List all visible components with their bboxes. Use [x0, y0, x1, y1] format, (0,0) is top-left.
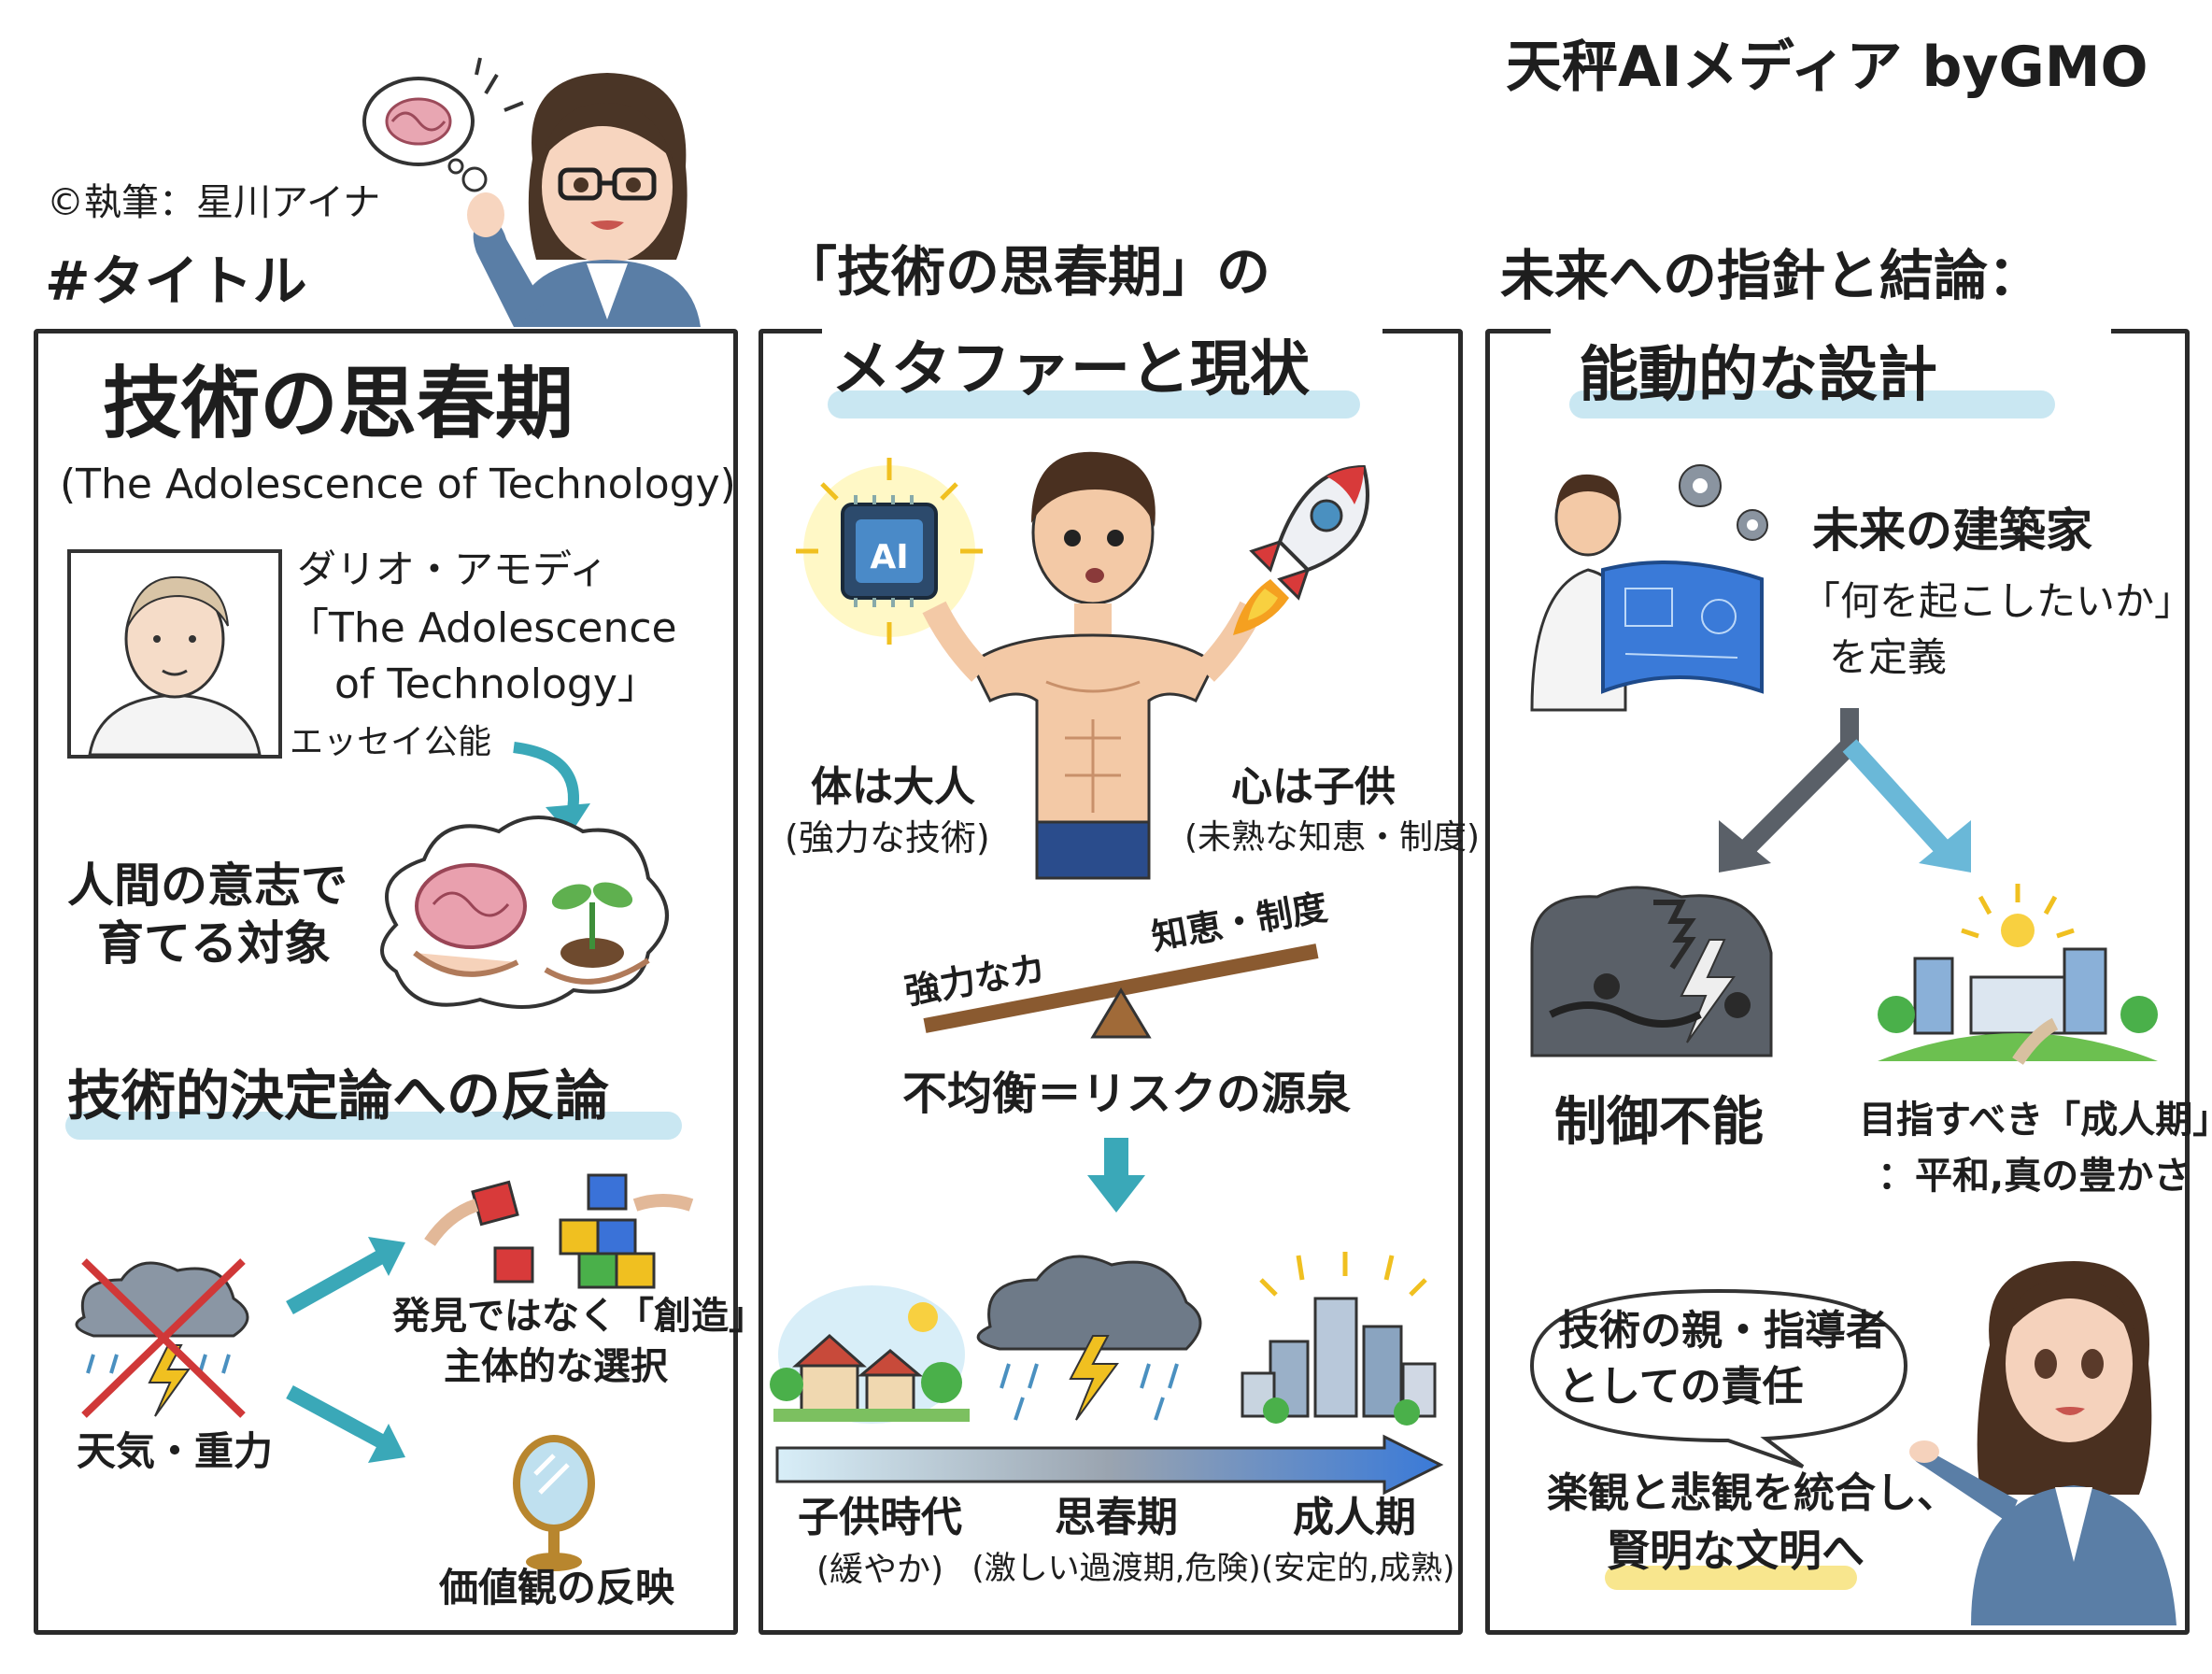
author-avatar: [362, 57, 701, 327]
ai-chip-label: AI: [870, 538, 909, 576]
curved-arrow-down-icon: [513, 742, 590, 835]
mind-sublabel: (未熟な知恵・制度): [1184, 818, 1481, 857]
architect-line1: 「何を起こしたいか」: [1801, 578, 2194, 624]
rocket-icon: [1233, 464, 1369, 635]
metaphor-heading-line1: 「技術の思春期」の: [783, 240, 1271, 304]
house-village-icon: [770, 1285, 970, 1424]
peaceful-city-icon: [1878, 884, 2158, 1065]
speech-bubble: [1529, 1288, 1908, 1468]
panel1-subtitle: (The Adolescence of Technology): [60, 461, 736, 508]
author-name: ダリオ・アモディ: [297, 546, 609, 592]
brand-title: 天秤AIメディア byGMO: [1506, 35, 2148, 100]
stage-childhood-desc: (緩やか): [815, 1551, 944, 1589]
body-label: 体は大人: [811, 763, 975, 811]
crossed-weather-icon: [75, 1258, 249, 1418]
title-tag: #タイトル: [45, 249, 307, 313]
architect-title: 未来の建築家: [1812, 504, 2092, 558]
ai-chip-icon: [796, 458, 983, 645]
city-skyline-icon: [1241, 1252, 1437, 1426]
guide-girl-icon: [1909, 1261, 2177, 1625]
speech-line1: 技術の親・指導者: [1558, 1307, 1887, 1355]
chaos-storm-icon: [1530, 886, 1773, 1057]
heading-highlight: [1569, 390, 2055, 418]
determinism-heading: 技術的決定論への反論: [67, 1064, 610, 1128]
imbalance-label: 不均衡＝リスクの源泉: [902, 1068, 1352, 1120]
stage-adulthood-name: 成人期: [1293, 1494, 1416, 1541]
body-sublabel: (強力な技術): [785, 817, 990, 858]
essay-published: エッセイ公能: [290, 723, 492, 761]
weather-gravity-label: 天気・重力: [77, 1428, 274, 1474]
essay-title-line1: 「The Adolescence: [288, 604, 677, 652]
stage-childhood-name: 子供時代: [798, 1494, 962, 1541]
conclusion-line2: 賢明な文明へ: [1607, 1525, 1865, 1576]
section-highlight: [65, 1112, 682, 1140]
seesaw-icon: [923, 943, 1319, 1039]
essay-title-line2: of Technology」: [334, 660, 659, 708]
heading-highlight: [828, 390, 1360, 418]
author-credit: ©執筆：星川アイナ: [47, 181, 381, 224]
out-of-control-label: 制御不能: [1554, 1092, 1764, 1153]
speech-line2: としての責任: [1558, 1363, 1804, 1411]
values-reflection-label: 価値観の反映: [439, 1565, 675, 1610]
creation-line1: 発見ではなく「創造」: [392, 1295, 766, 1338]
mirror-icon: [513, 1435, 595, 1571]
arrow-down-icon: [1087, 1138, 1145, 1213]
arrow-down-right-icon: [286, 1384, 405, 1463]
storm-cloud-icon: [976, 1255, 1202, 1421]
mind-label: 心は子供: [1231, 763, 1396, 811]
stage-adulthood-desc: (安定的,成熟): [1261, 1550, 1455, 1587]
stage-adolescence-name: 思春期: [1055, 1494, 1178, 1541]
author-portrait: [67, 549, 282, 759]
conclusion-highlight: [1605, 1566, 1857, 1590]
architect-line2: を定義: [1829, 634, 1948, 680]
conclusion-line1: 楽観と悲観を統合し、: [1547, 1469, 1958, 1517]
panel1-title: 技術の思春期: [103, 358, 574, 449]
concept-line2: 育てる対象: [97, 916, 331, 971]
goal-line2: ：平和,真の豊かさ: [1878, 1155, 2191, 1198]
heading-backdrop: [822, 305, 1382, 379]
timeline-arrow: [775, 1434, 1444, 1496]
adolescent-boy-icon: [922, 451, 1264, 880]
arrow-up-right-icon: [286, 1237, 405, 1314]
creation-line2: 主体的な選択: [444, 1345, 668, 1388]
concept-line1: 人間の意志で: [67, 858, 347, 913]
goal-line1: 目指すべき「成人期」: [1859, 1099, 2212, 1142]
architect-blueprint-icon: [1530, 464, 1768, 712]
brain-sprout-cloud-icon: [380, 816, 669, 1009]
stage-adolescence-desc: (激しい過渡期,危険): [971, 1550, 1261, 1587]
metaphor-heading-line2: メタファーと現状: [831, 335, 1310, 404]
heading-backdrop: [1551, 305, 2111, 379]
branch-arrows-icon: [1719, 708, 1971, 872]
building-blocks-icon: [424, 1173, 694, 1289]
conclusion-heading-line2: 能動的な設計: [1579, 341, 1937, 410]
conclusion-heading-line1: 未来への指針と結論：: [1500, 244, 2043, 307]
